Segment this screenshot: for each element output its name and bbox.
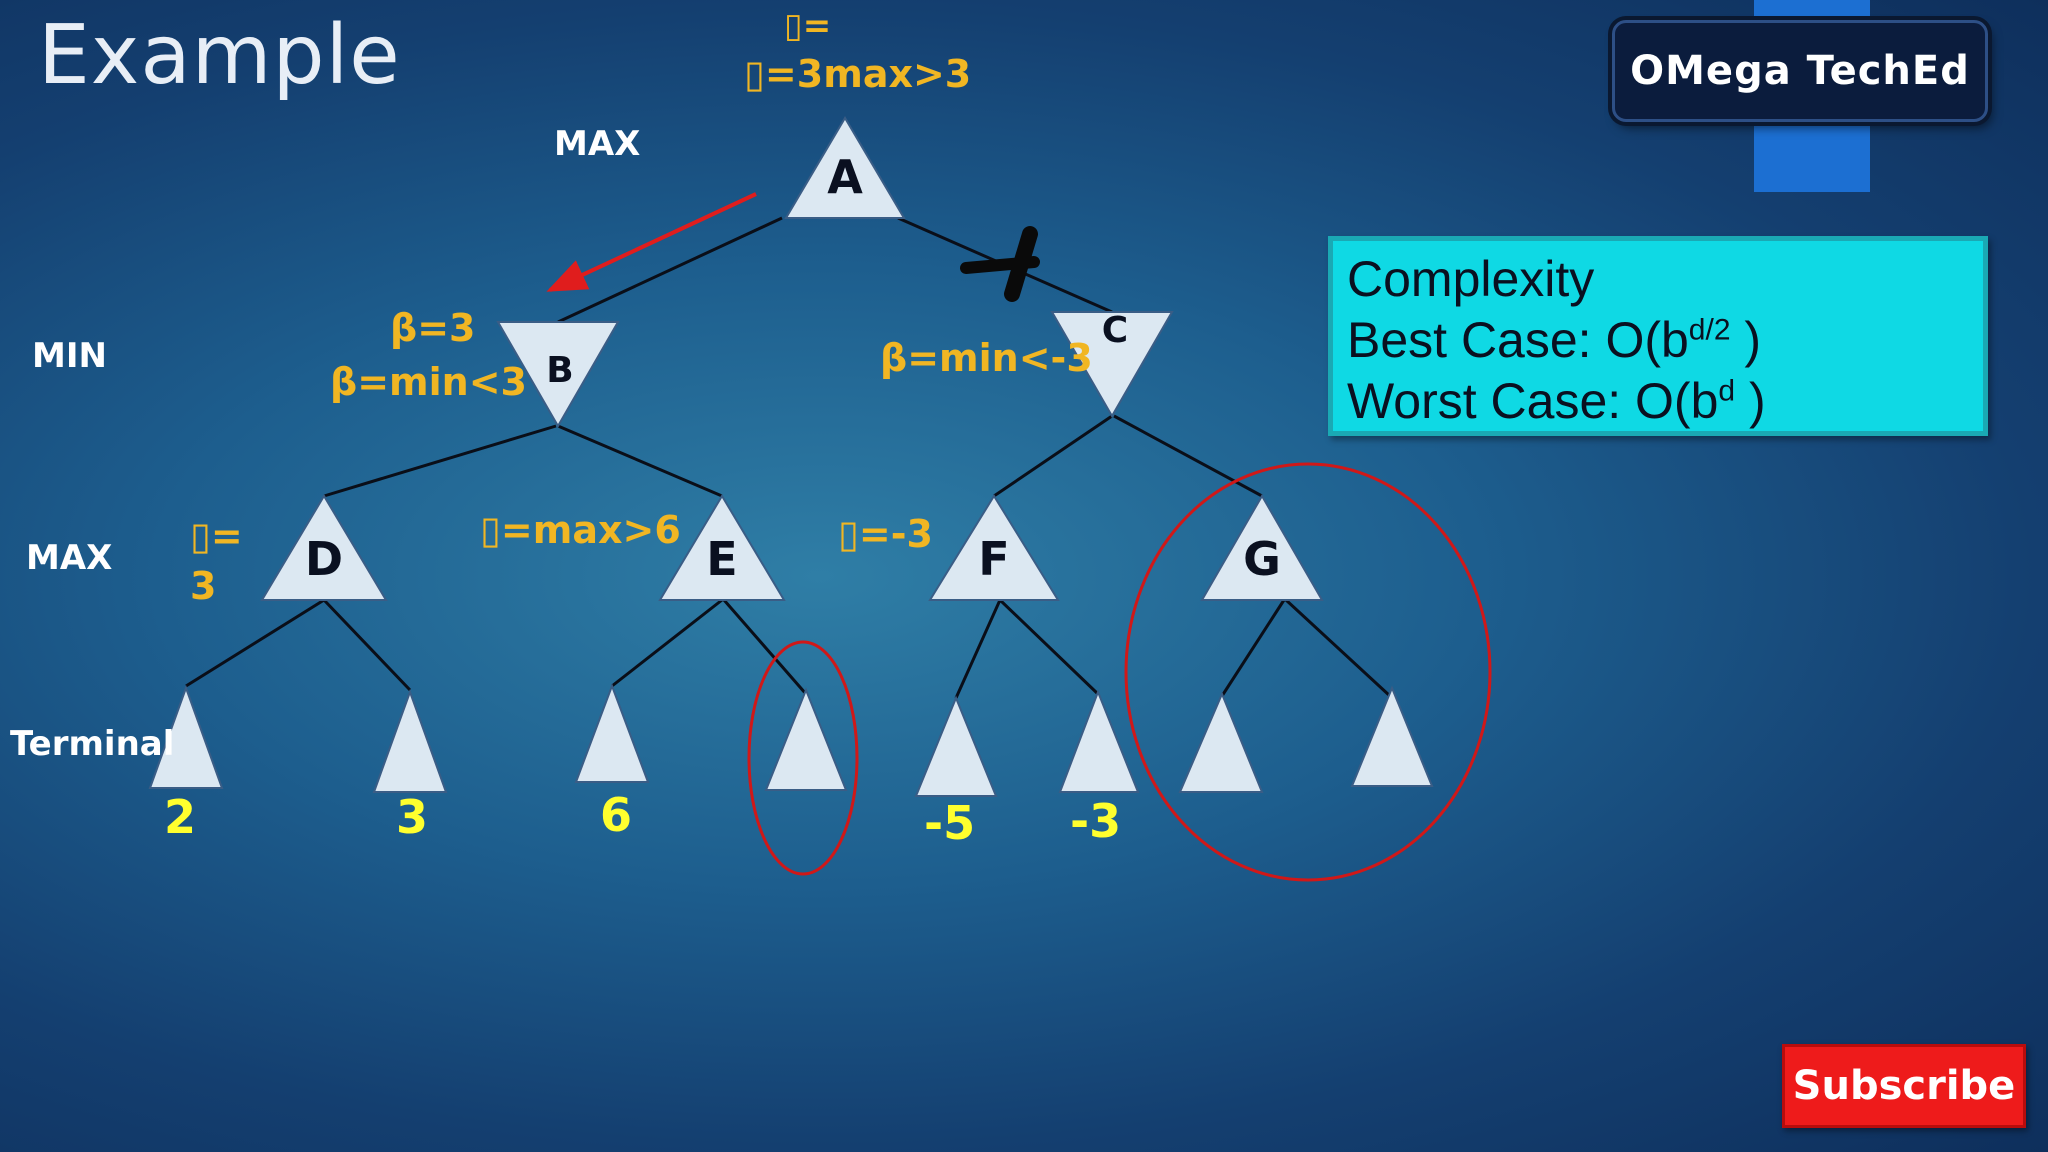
complexity-box: Complexity Best Case: O(bd/2 ) Worst Cas… (1328, 236, 1988, 436)
leaf-8-pruned (1350, 685, 1434, 787)
edge-g-leaf8 (1284, 598, 1392, 698)
prune-circle-large (1124, 462, 1492, 882)
node-a-max (784, 116, 906, 219)
best-case-close: ) (1730, 312, 1762, 368)
node-d-max (260, 494, 388, 601)
leaf-6 (1058, 689, 1140, 793)
alpha-max-annotation-e: ▯=max>6 (480, 508, 681, 552)
alpha-prefix: ▯= (744, 52, 797, 96)
logo-accent-bar (1754, 118, 1870, 192)
alpha-max-text: max>3 (823, 52, 972, 96)
edge-c-f (993, 414, 1113, 498)
leaf-value: -3 (1070, 794, 1122, 848)
edge-e-leaf3 (611, 598, 723, 688)
edge-f-leaf5 (954, 599, 1002, 699)
worst-case-line: Worst Case: O(bd ) (1347, 371, 1969, 432)
worst-case-label: Worst Case: O(b (1347, 373, 1719, 429)
level-label-terminal: Terminal (10, 724, 175, 764)
leaf-4-pruned (764, 687, 848, 791)
slide-title: Example (38, 8, 401, 103)
alpha-value-d: 3 (190, 564, 217, 608)
logo-accent-bar (1754, 0, 1870, 18)
leaf-7-pruned (1178, 691, 1264, 793)
leaf-value: -5 (924, 796, 976, 850)
worst-case-close: ) (1735, 373, 1766, 429)
subscribe-button[interactable]: Subscribe (1782, 1044, 2026, 1128)
edge-e-leaf4 (722, 599, 808, 695)
level-label-min: MIN (32, 336, 107, 376)
beta-annotation-b: β=3 (390, 306, 476, 350)
alpha-annotation-a-max: ▯=3max>3 (744, 52, 971, 96)
best-case-exponent: d/2 (1688, 313, 1731, 347)
node-b-min (496, 321, 620, 429)
node-e-max (658, 494, 786, 601)
node-c-min (1050, 311, 1174, 419)
node-label-d: D (304, 532, 344, 586)
node-f-max (928, 494, 1060, 601)
node-label-e: E (706, 532, 738, 586)
node-label-g: G (1243, 532, 1281, 586)
node-label-c: C (1101, 310, 1129, 351)
alpha-value: 3 (796, 52, 824, 96)
best-case-label: Best Case: O(b (1347, 312, 1689, 368)
worst-case-exponent: d (1718, 374, 1736, 408)
node-label-f: F (978, 532, 1010, 586)
edge-d-leaf2 (322, 598, 412, 692)
node-g-max (1200, 493, 1324, 601)
edge-f-leaf6 (998, 598, 1100, 696)
leaf-value: 6 (600, 788, 633, 842)
edge-d-leaf1 (185, 598, 325, 688)
prune-circle-small (747, 640, 859, 876)
leaf-3 (574, 683, 650, 783)
channel-logo: OMega TechEd (1612, 20, 1988, 122)
best-case-line: Best Case: O(bd/2 ) (1347, 310, 1969, 371)
alpha-annotation-f: ▯=-3 (838, 512, 933, 556)
level-label-max: MAX (26, 538, 113, 578)
leaf-value: 2 (164, 790, 197, 844)
node-label-a: A (827, 150, 863, 204)
leaf-2 (372, 689, 448, 793)
beta-min-annotation-b: β=min<3 (330, 360, 527, 404)
edge-g-leaf7 (1220, 599, 1286, 697)
leaf-value: 3 (396, 790, 429, 844)
leaf-5 (914, 695, 998, 797)
node-label-b: B (546, 350, 574, 391)
edge-b-d (323, 424, 557, 498)
level-label-max: MAX (554, 124, 641, 164)
cut-mark-icon (960, 226, 1040, 302)
edge-b-e (557, 424, 723, 498)
direction-arrow (546, 192, 757, 292)
alpha-annotation-a: ▯= (784, 6, 832, 46)
complexity-heading: Complexity (1347, 251, 1595, 307)
alpha-annotation-d: ▯= (190, 514, 243, 558)
edge-c-g (1113, 414, 1263, 498)
edge-a-b (557, 216, 783, 324)
beta-min-annotation-c: β=min<-3 (880, 336, 1093, 380)
leaf-1 (148, 685, 224, 789)
